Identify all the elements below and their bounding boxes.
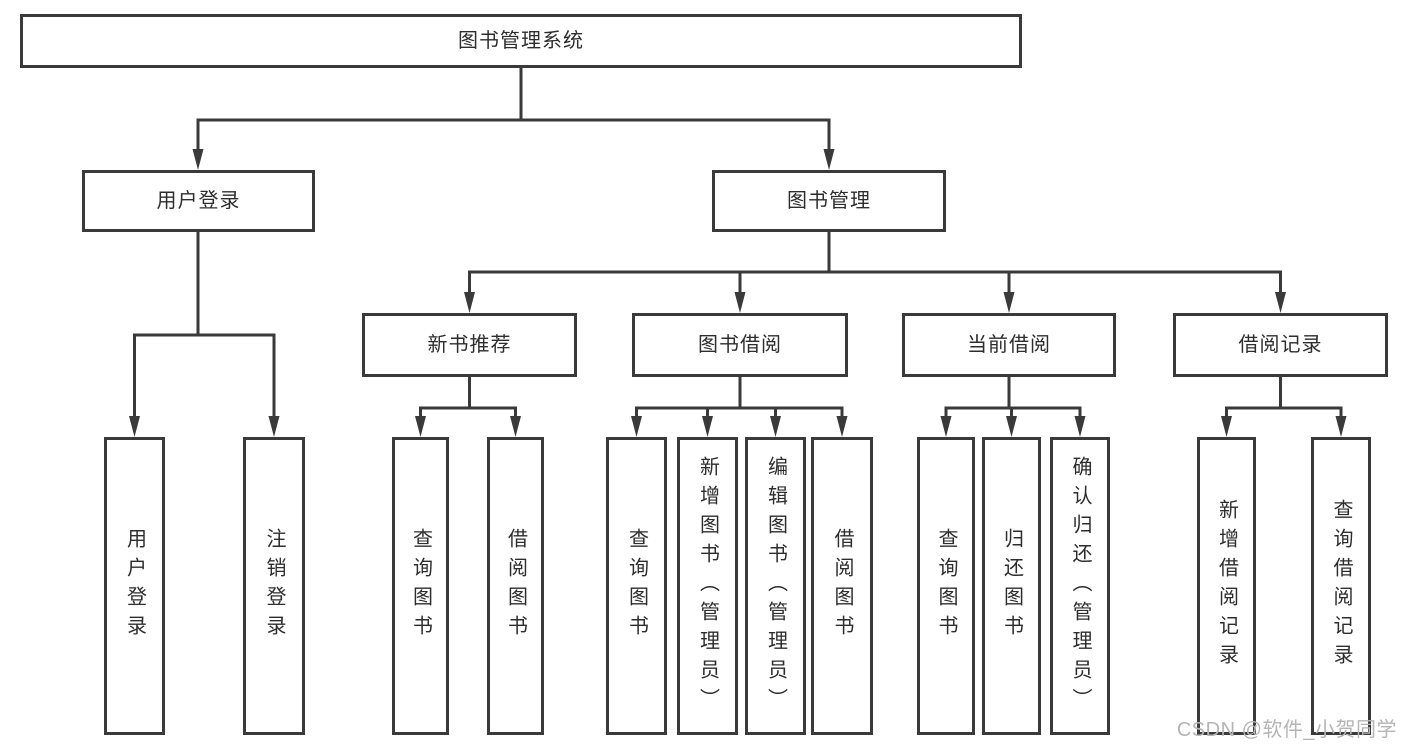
- leaf-user-login: 用户登录: [104, 437, 165, 735]
- leaf-borrow-books-recommend: 借阅图书: [487, 437, 544, 735]
- node-current-borrowing: 当前借阅: [902, 313, 1116, 377]
- leaf-query-books-recommend: 查询图书: [392, 437, 449, 735]
- node-book-borrowing: 图书借阅: [632, 313, 848, 377]
- node-new-book-recommend: 新书推荐: [362, 313, 577, 377]
- node-borrow-records: 借阅记录: [1173, 313, 1388, 377]
- leaf-return-books: 归还图书: [982, 437, 1041, 735]
- csdn-watermark: CSDN @软件_小贺同学: [1176, 719, 1397, 741]
- leaf-edit-book-admin: 编辑图书（管理员）: [745, 437, 806, 735]
- node-root-system: 图书管理系统: [20, 14, 1022, 68]
- leaf-query-borrow-record: 查询借阅记录: [1311, 437, 1371, 735]
- leaf-logout: 注销登录: [243, 437, 305, 735]
- node-book-management: 图书管理: [712, 170, 946, 232]
- node-user-login: 用户登录: [82, 170, 315, 232]
- leaf-query-books-current: 查询图书: [917, 437, 975, 735]
- leaf-query-books-borrowing: 查询图书: [606, 437, 667, 735]
- leaf-add-book-admin: 新增图书（管理员）: [677, 437, 738, 735]
- leaf-borrow-books: 借阅图书: [811, 437, 873, 735]
- leaf-confirm-return-admin: 确认归还（管理员）: [1050, 437, 1110, 735]
- leaf-add-borrow-record: 新增借阅记录: [1197, 437, 1256, 735]
